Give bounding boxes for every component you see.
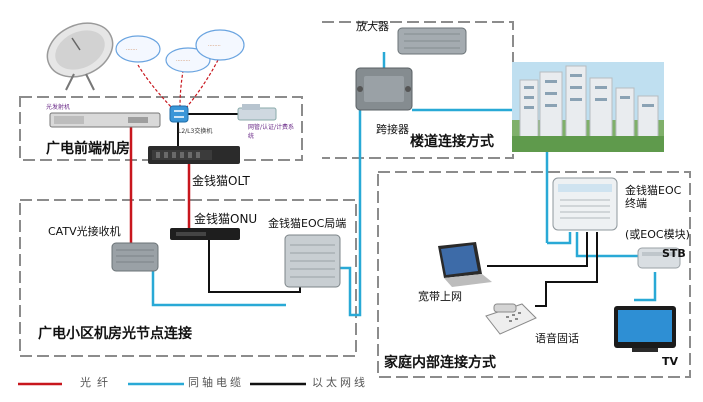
- svg-text:·······: ·······: [126, 47, 138, 53]
- headend-box: [19, 96, 303, 161]
- optical-transmitter-icon: [49, 112, 161, 128]
- amplifier-label: 放大器: [356, 20, 389, 33]
- svg-text:········: ········: [208, 43, 221, 49]
- eoc-terminal-icon: [552, 177, 618, 231]
- community-box: [19, 199, 357, 357]
- internet-clouds-icon: [115, 29, 245, 73]
- onu-device-icon: [170, 228, 240, 240]
- catv-receiver-label: CATV光接收机: [48, 225, 121, 238]
- home-box: [377, 171, 691, 378]
- eoc-headend-label: 金钱猫EOC局端: [268, 217, 347, 230]
- eth-terminal-to-laptop: [487, 232, 588, 267]
- legend-coax-label: 同轴电缆: [188, 376, 244, 389]
- olt-label: 金钱猫OLT: [192, 174, 250, 188]
- laptop-label: 宽带上网: [418, 290, 462, 303]
- amplifier-icon: [397, 27, 467, 55]
- switch-icon: [169, 105, 189, 123]
- coax-catv-to-eoc: [151, 262, 286, 307]
- mgmt-server-icon: [237, 104, 277, 121]
- legend-ethernet-label: 以太网线: [312, 376, 368, 389]
- catv-receiver-icon: [111, 242, 159, 272]
- tv-label: TV: [662, 355, 679, 368]
- building-section-title: 楼道连接方式: [410, 134, 494, 150]
- satellite-dish-icon: [46, 22, 114, 91]
- phone-label: 语音固话: [535, 332, 579, 345]
- splitter-icon: [355, 67, 413, 111]
- eoc-terminal-label: 金钱猫EOC终端: [625, 184, 682, 210]
- eth-terminal-to-phone: [535, 232, 598, 307]
- community-section-title: 广电小区机房光节点连接: [38, 326, 192, 342]
- stb-icon: [637, 247, 681, 269]
- olt-device-icon: [148, 146, 240, 164]
- switch-label: L2/L3交换机: [178, 128, 213, 135]
- optical-tx-label: 光发射机: [46, 104, 71, 111]
- legend-fiber-label: 光纤: [80, 376, 114, 389]
- coax-eoc-to-splitter: [340, 98, 362, 317]
- laptop-icon: [438, 242, 492, 287]
- tv-icon: [614, 306, 676, 352]
- apartment-buildings-image: [512, 62, 664, 152]
- svg-text:·········: ·········: [176, 58, 191, 64]
- mgmt-label: 网管/认证/计费系统: [248, 124, 295, 140]
- coax-terminal-to-stb: [575, 232, 640, 258]
- coax-building-to-terminal: [547, 232, 572, 245]
- coax-stb-to-tv: [634, 272, 657, 302]
- onu-label: 金钱猫ONU: [194, 212, 258, 226]
- phone-icon: [485, 303, 537, 335]
- stb-label: STB: [662, 247, 686, 260]
- splitter-label: 跨接器: [376, 123, 409, 136]
- headend-section-title: 广电前端机房: [46, 141, 130, 157]
- eoc-headend-icon: [284, 234, 341, 288]
- home-section-title: 家庭内部连接方式: [384, 355, 496, 371]
- eoc-module-label: (或EOC模块): [625, 228, 690, 241]
